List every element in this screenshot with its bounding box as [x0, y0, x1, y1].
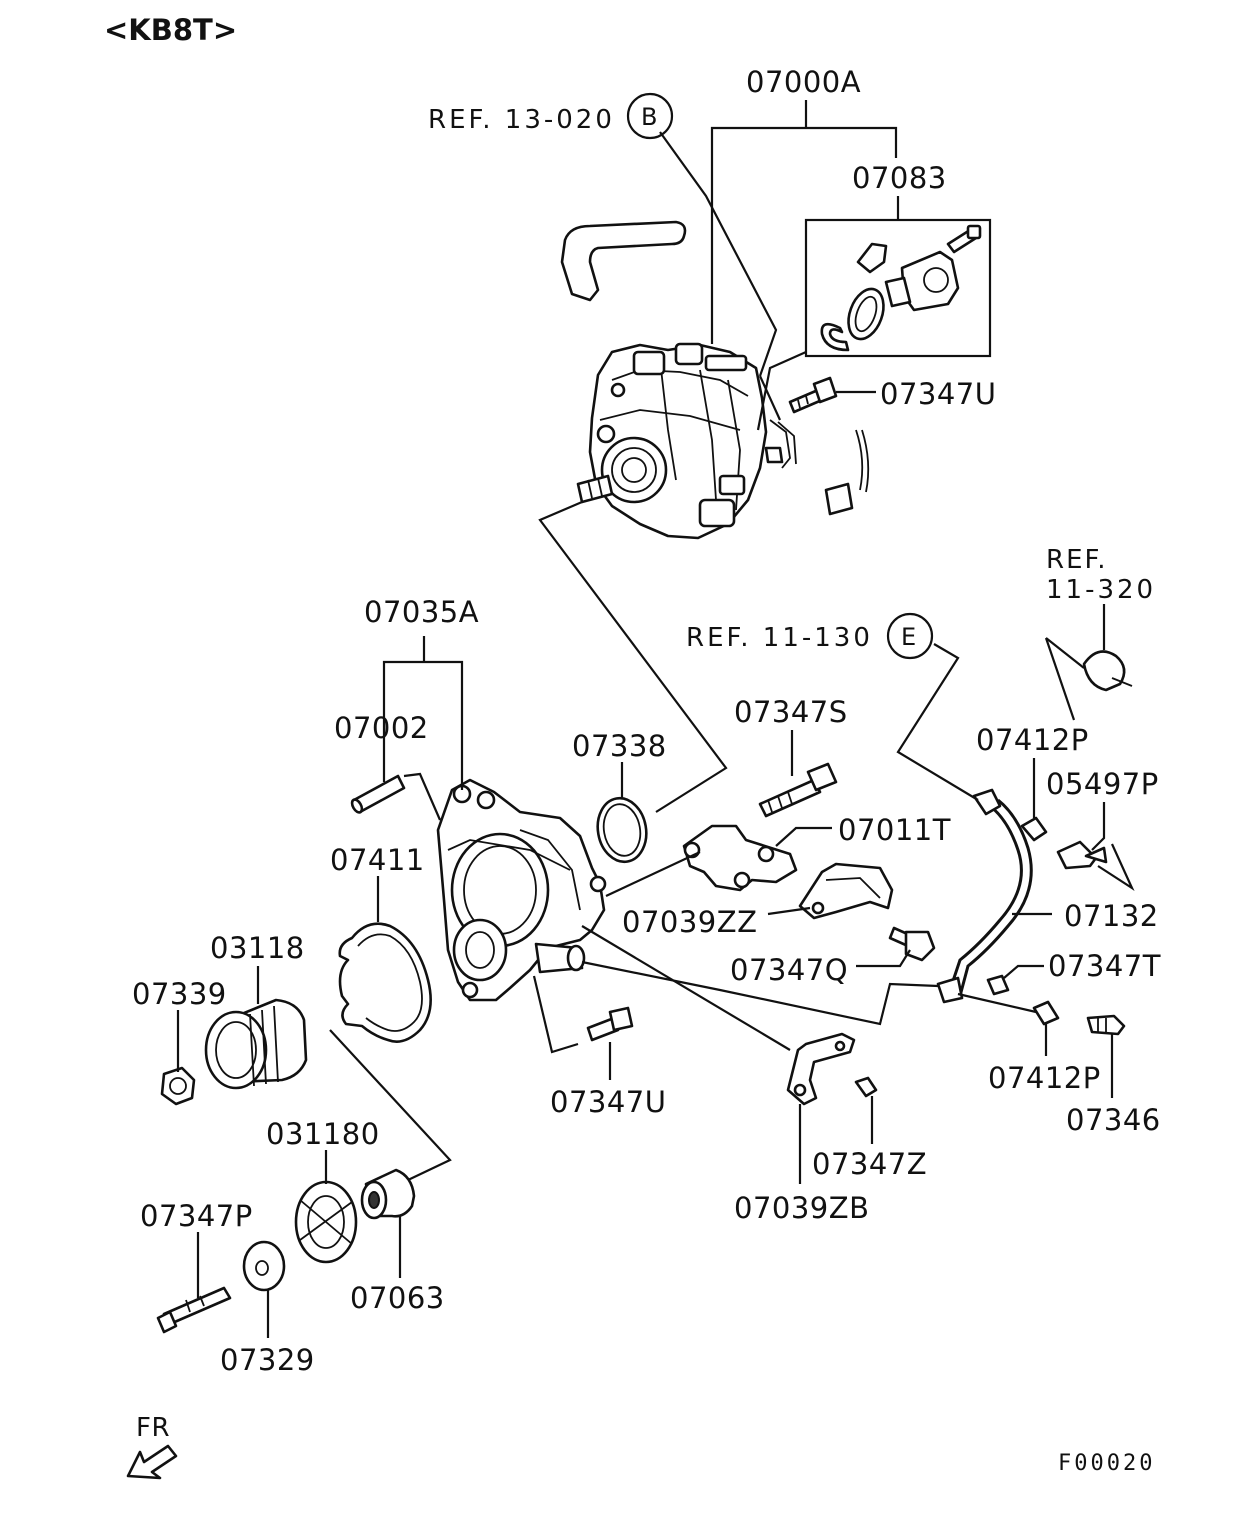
label-07412p-bottom: 07412P — [988, 1061, 1101, 1095]
label-07039zb: 07039ZB — [734, 1191, 870, 1225]
clip-07412p-bottom[interactable] — [1032, 1000, 1060, 1026]
ref-b-text: REF. 13-020 — [428, 105, 615, 135]
clip-07412p-top[interactable] — [1020, 816, 1048, 842]
ref-e-circle — [886, 612, 934, 660]
sensor-05497p[interactable] — [1056, 840, 1108, 870]
label-07083: 07083 — [852, 161, 947, 195]
bolt-07347q[interactable] — [888, 926, 936, 962]
label-07347p: 07347P — [140, 1199, 253, 1233]
label-07347t: 07347T — [1048, 949, 1161, 983]
bolt-07347p[interactable] — [156, 1286, 232, 1334]
label-07347q: 07347Q — [730, 953, 848, 987]
ref-320-line1: REF. — [1046, 545, 1108, 575]
fitting-07346[interactable] — [1086, 1014, 1126, 1036]
ref-b-circle — [626, 92, 674, 140]
bolt-07347u-bottom[interactable] — [586, 1006, 634, 1042]
leader-lines — [176, 100, 1135, 1338]
gear-03118[interactable] — [204, 998, 308, 1090]
sensor-ref-11-320[interactable] — [1082, 650, 1133, 692]
label-07063: 07063 — [350, 1281, 445, 1315]
label-07011t: 07011T — [838, 813, 951, 847]
fr-arrow-icon — [126, 1444, 178, 1480]
label-07132: 07132 — [1064, 899, 1159, 933]
solenoid-kit-box[interactable] — [804, 218, 992, 358]
gasket-07411[interactable] — [338, 922, 432, 1043]
ref-b-letter: B — [641, 103, 657, 131]
label-07338: 07338 — [572, 729, 667, 763]
figure-code: F00020 — [1058, 1451, 1155, 1476]
bolt-07347u-top[interactable] — [788, 376, 838, 414]
label-07412p-top: 07412P — [976, 723, 1089, 757]
label-07347u-top: 07347U — [880, 377, 996, 411]
label-07347u-bottom: 07347U — [550, 1085, 666, 1119]
label-05497p: 05497P — [1046, 767, 1159, 801]
label-03118: 03118 — [210, 931, 305, 965]
ref-e-letter: E — [901, 623, 916, 651]
label-07035a: 07035A — [364, 595, 479, 629]
label-07346: 07346 — [1066, 1103, 1161, 1137]
fuel-pump-assembly[interactable] — [560, 220, 870, 540]
label-07002: 07002 — [334, 711, 429, 745]
label-07339: 07339 — [132, 977, 227, 1011]
bushing-07063[interactable] — [360, 1168, 416, 1220]
bolt-07347t[interactable] — [986, 974, 1010, 996]
gear-031180[interactable] — [294, 1180, 358, 1264]
label-031180: 031180 — [266, 1117, 380, 1151]
bracket-07039zb[interactable] — [786, 1032, 856, 1106]
label-07000a: 07000A — [746, 65, 861, 99]
bolt-07347s[interactable] — [758, 762, 838, 818]
bracket-07011t[interactable] — [682, 824, 798, 892]
bracket-07039zz[interactable] — [798, 862, 894, 920]
label-07329: 07329 — [220, 1343, 315, 1377]
label-07039zz: 07039ZZ — [622, 905, 758, 939]
label-07347z: 07347Z — [812, 1147, 927, 1181]
bolt-07347z[interactable] — [854, 1076, 878, 1098]
label-07411: 07411 — [330, 843, 425, 877]
o-ring-07338[interactable] — [593, 794, 651, 865]
fr-label: FR — [136, 1413, 170, 1443]
diagram-title: <KB8T> — [104, 13, 237, 47]
ref-320-line2: 11-320 — [1046, 575, 1156, 605]
dowel-pin-07002[interactable] — [350, 774, 406, 814]
washer-07329[interactable] — [242, 1240, 286, 1292]
nut-07339[interactable] — [160, 1066, 196, 1106]
fuel-pipe-07132[interactable] — [936, 788, 1033, 1004]
label-07347s: 07347S — [734, 695, 848, 729]
ref-e-text: REF. 11-130 — [686, 623, 873, 653]
pump-bracket-housing[interactable] — [436, 778, 607, 1002]
